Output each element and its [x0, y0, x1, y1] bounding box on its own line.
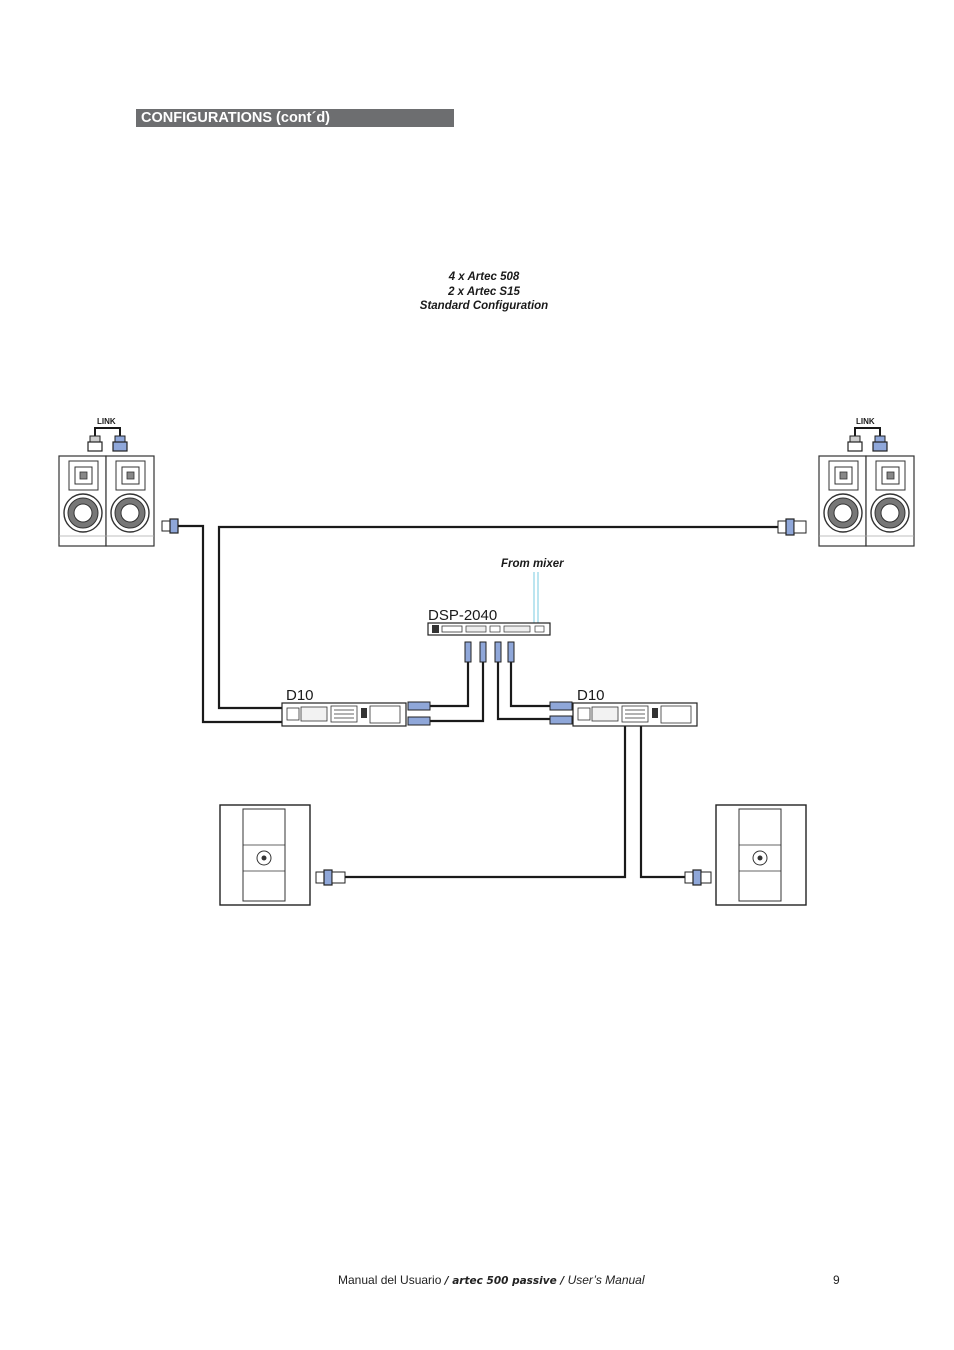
- link-label-left: LINK: [97, 417, 116, 426]
- from-mixer-label: From mixer: [501, 558, 564, 570]
- speaker-pair-right: [777, 427, 915, 547]
- speaker-input-connector-icon: [161, 518, 179, 534]
- caption-line-3: Standard Configuration: [419, 300, 549, 313]
- page-number: 9: [833, 1273, 840, 1287]
- link-connector-icon: [87, 435, 128, 452]
- caption-line-1: 4 x Artec 508: [448, 271, 520, 283]
- dsp-output-connectors-icon: [464, 641, 515, 663]
- amplifier-left: [281, 701, 431, 727]
- link-connector-icon: [847, 435, 888, 452]
- link-label-right: LINK: [856, 417, 875, 426]
- amp-right-label: D10: [577, 687, 605, 704]
- sub-input-connector-icon: [684, 869, 712, 886]
- amp-input-connectors-icon: [407, 701, 431, 726]
- cables: [178, 524, 778, 879]
- dsp-processor: [427, 622, 551, 663]
- processor-label: DSP-2040: [428, 607, 497, 624]
- footer-text-a: Manual del Usuario: [338, 1273, 445, 1287]
- section-title: CONFIGURATIONS (cont´d): [141, 110, 331, 126]
- speaker-input-connector-icon: [777, 518, 807, 536]
- page-footer: Manual del Usuario / artec 500 passive /…: [338, 1273, 645, 1287]
- subwoofer-right: [684, 804, 807, 906]
- caption-line-2: 2 x Artec S15: [448, 285, 520, 298]
- diagram-caption: 4 x Artec 508 2 x Artec S15 Standard Con…: [334, 270, 634, 314]
- section-header-bar: CONFIGURATIONS (cont´d): [136, 109, 454, 127]
- speaker-pair-left: [58, 427, 179, 547]
- footer-text-b: / artec 500 passive /: [444, 1275, 565, 1287]
- mixer-input-lines: [533, 572, 539, 624]
- amp-input-connectors-icon: [549, 701, 573, 725]
- subwoofer-left: [219, 804, 346, 906]
- amplifier-right: [549, 701, 698, 727]
- amp-left-label: D10: [286, 687, 314, 704]
- sub-input-connector-icon: [315, 869, 346, 886]
- footer-text-c: User’s Manual: [564, 1273, 645, 1287]
